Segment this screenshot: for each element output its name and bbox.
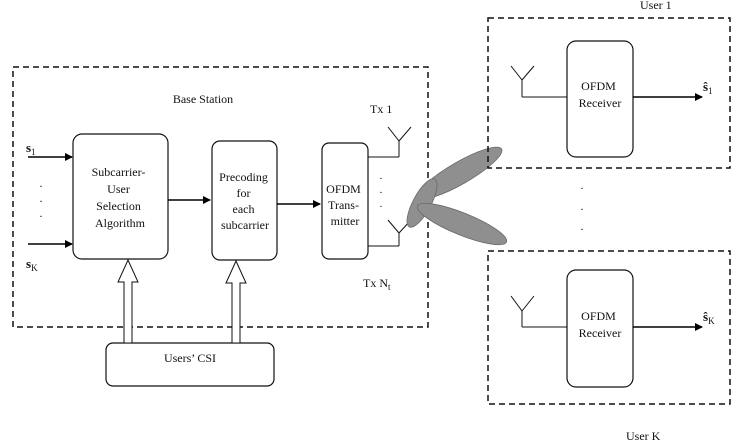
input-ellipsis-dot: · (39, 194, 43, 208)
tx-ellipsis-dot: · (379, 201, 383, 213)
tx-ellipsis-dot: · (379, 187, 383, 199)
base-station-label: Base Station (173, 92, 233, 106)
input-ellipsis-dot: · (39, 209, 43, 223)
user1-receiver-label: OFDM Receiver (579, 79, 622, 110)
csi-to-precoding-arrow (225, 259, 247, 344)
user1-output-label: ŝ1 (703, 79, 713, 96)
beam-lobes (406, 146, 508, 246)
tx-first-label: Tx 1 (370, 102, 392, 116)
input-ellipsis-dot: · (39, 179, 43, 193)
user1-antenna-icon (510, 65, 535, 97)
userk-receiver-label: OFDM Receiver (579, 309, 622, 340)
userk-receiver-block (566, 269, 634, 388)
user-ellipsis-dot: · (580, 222, 584, 236)
userk-label: User K (626, 429, 661, 443)
users-csi-label: Users’ CSI (164, 351, 216, 365)
user1-boundary (487, 17, 731, 169)
user1-receiver-block (566, 40, 634, 158)
tx-first-antenna-icon (387, 126, 412, 157)
precoding-block (211, 140, 278, 261)
input-sk-label: sK (26, 256, 38, 273)
tx-last-label: Tx Nt (363, 276, 391, 292)
csi-to-selection-arrow (117, 258, 139, 344)
user-ellipsis-dot: · (580, 181, 584, 195)
precoding-label: Precoding for each subcarrier (219, 170, 271, 232)
ofdm-transmitter-label: OFDM Trans- mitter (326, 182, 364, 228)
userk-antenna-icon (510, 295, 535, 327)
selection-algorithm-label: Subcarrier- User Selection Algorithm (92, 165, 149, 230)
user1-label: User 1 (640, 0, 672, 12)
input-s1-label: s1 (26, 140, 36, 157)
userk-output-label: ŝK (703, 309, 715, 326)
tx-ellipsis-dot: · (379, 173, 383, 185)
userk-boundary (487, 250, 731, 405)
user-ellipsis-dot: · (580, 202, 584, 216)
selection-algorithm-block (72, 133, 169, 260)
beam-lobe-userk (416, 202, 508, 246)
users-csi-block (105, 342, 275, 387)
ofdm-transmitter-block (321, 142, 369, 260)
